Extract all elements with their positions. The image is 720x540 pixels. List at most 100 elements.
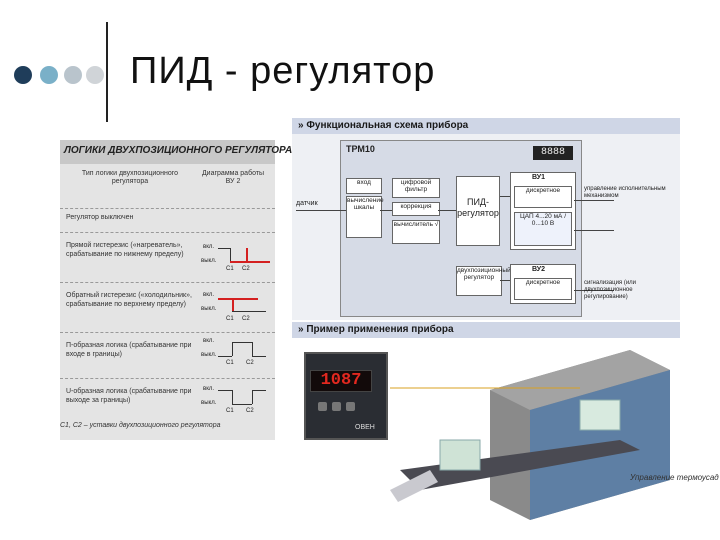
diagram-red-line: [230, 261, 270, 263]
diagram-line: [252, 342, 253, 356]
table-heading: ЛОГИКИ ДВУХПОЗИЦИОННОГО РЕГУЛЯТОРА: [64, 145, 293, 156]
flow-line: [438, 210, 456, 211]
table-row: Регулятор выключен: [60, 208, 275, 233]
block-pid: ПИД-регулятор: [456, 176, 500, 246]
output2-label: сигнализация (или двухпозиционное регули…: [584, 280, 676, 301]
c2-label: C2: [246, 408, 254, 414]
table-col-logic: Тип логики двухпозиционного регулятора: [81, 170, 179, 185]
package: [439, 439, 481, 471]
accent-dot-2: [40, 66, 58, 84]
on-label: вкл.: [203, 386, 215, 392]
example-header: » Пример применения прибора: [298, 324, 454, 335]
output1-label: управление исполнительным механизмом: [584, 186, 676, 200]
device-brand: ОВЕН: [355, 424, 375, 431]
table-row: U-образная логика (срабатывание при выхо…: [60, 378, 275, 431]
vu2-discrete: дискретное: [514, 278, 572, 300]
diagram-line: [232, 390, 233, 404]
device-button[interactable]: [332, 402, 341, 411]
c1-label: C1: [226, 266, 234, 272]
example-caption: Управление термоусад: [630, 473, 719, 482]
example-header-text: Пример применения прибора: [306, 324, 454, 335]
shrink-tunnel-illustration: [390, 350, 670, 520]
functional-header-band: » Функциональная схема прибора: [292, 118, 680, 134]
row-text-direct: Прямой гистерезис («нагреватель», срабат…: [66, 242, 184, 258]
vu1-analog: ЦАП 4...20 мА / 0...10 В: [514, 212, 572, 246]
table-caption: С1, С2 – уставки двухпозиционного регуля…: [60, 422, 221, 429]
diagram-line: [232, 404, 252, 405]
table-col-diagram: Диаграмма работы ВУ 2: [201, 170, 265, 185]
trm10-device: [304, 352, 388, 440]
c2-label: C2: [242, 266, 250, 272]
block-linearization: вычисление шкалы: [346, 196, 384, 238]
functional-header: » Функциональная схема прибора: [298, 120, 469, 131]
block-input: вход: [346, 178, 382, 194]
diagram-red-line: [246, 248, 248, 262]
accent-dot-1: [14, 66, 32, 84]
output2-text: сигнализация (или двухпозиционное регули…: [584, 280, 637, 300]
accent-dot-3: [64, 66, 82, 84]
diagram-line: [218, 248, 230, 249]
device-button[interactable]: [346, 402, 355, 411]
c1-label: C1: [226, 360, 234, 366]
off-label: выкл.: [201, 258, 217, 264]
block-twopos: двухпозиционный регулятор: [456, 266, 511, 296]
flow-line: [500, 280, 510, 281]
vu1-discrete: дискретное: [514, 186, 572, 208]
diagram-line: [252, 390, 266, 391]
on-label: вкл.: [203, 292, 215, 298]
package: [579, 399, 621, 431]
block-sqrt: вычислитель √: [392, 220, 440, 244]
block-digital-filter: цифровой фильтр: [392, 178, 440, 198]
table-row: Прямой гистерезис («нагреватель», срабат…: [60, 232, 275, 283]
hysteresis-table: ЛОГИКИ ДВУХПОЗИЦИОННОГО РЕГУЛЯТОРА Тип л…: [60, 140, 292, 440]
tunnel-top: [490, 350, 670, 410]
vu1-label: ВУ1: [532, 174, 546, 181]
flow-line: [500, 196, 510, 197]
c1-label: C1: [226, 408, 234, 414]
diagram-line: [232, 311, 266, 312]
off-label: выкл.: [201, 306, 217, 312]
diagram-line: [232, 342, 233, 356]
diagram-line: [218, 390, 232, 391]
c1-label: C1: [226, 316, 234, 322]
conveyor-belt: [400, 440, 640, 490]
diagram-line: [252, 390, 253, 404]
row-text-reverse: Обратный гистерезис («холодильник», сраб…: [66, 292, 192, 308]
example-header-band: » Пример применения прибора: [292, 322, 680, 338]
row-text-p: П-образная логика (срабатывание при вход…: [66, 342, 192, 358]
diagram-line: [230, 248, 231, 262]
device-display: 8888: [533, 146, 573, 160]
functional-header-text: Функциональная схема прибора: [306, 120, 469, 131]
slide-title: ПИД - регулятор: [130, 50, 436, 92]
on-label: вкл.: [203, 338, 215, 344]
accent-dot-4: [86, 66, 104, 84]
on-label: вкл.: [203, 244, 215, 250]
flow-line: [380, 210, 392, 211]
c2-label: C2: [242, 316, 250, 322]
c2-label: C2: [246, 360, 254, 366]
off-label: выкл.: [201, 352, 217, 358]
device-screen: 1087: [310, 370, 372, 392]
device-button[interactable]: [318, 402, 327, 411]
diagram-line: [232, 342, 252, 343]
film-roll: [390, 470, 438, 502]
diagram-red-line: [232, 298, 234, 312]
table-row: П-образная логика (срабатывание при вход…: [60, 332, 275, 379]
row-text-off: Регулятор выключен: [66, 214, 134, 221]
diagram-line: [218, 356, 232, 357]
vu2-label: ВУ2: [532, 266, 546, 273]
block-correction: коррекция: [392, 202, 440, 216]
off-label: выкл.: [201, 400, 217, 406]
table-header-band: ЛОГИКИ ДВУХПОЗИЦИОННОГО РЕГУЛЯТОРА: [60, 140, 292, 164]
output1-text: управление исполнительным механизмом: [584, 186, 666, 199]
diagram-red-line: [218, 298, 258, 300]
table-row: Обратный гистерезис («холодильник», сраб…: [60, 282, 275, 333]
row-text-u: U-образная логика (срабатывание при выхо…: [66, 388, 192, 404]
flow-line: [574, 230, 614, 231]
device-name: ТРМ10: [346, 144, 375, 154]
sensor-line: [296, 210, 346, 211]
title-divider: [106, 22, 108, 122]
sensor-label: датчик: [296, 200, 318, 207]
flow-line: [574, 290, 614, 291]
flow-line: [574, 200, 614, 201]
